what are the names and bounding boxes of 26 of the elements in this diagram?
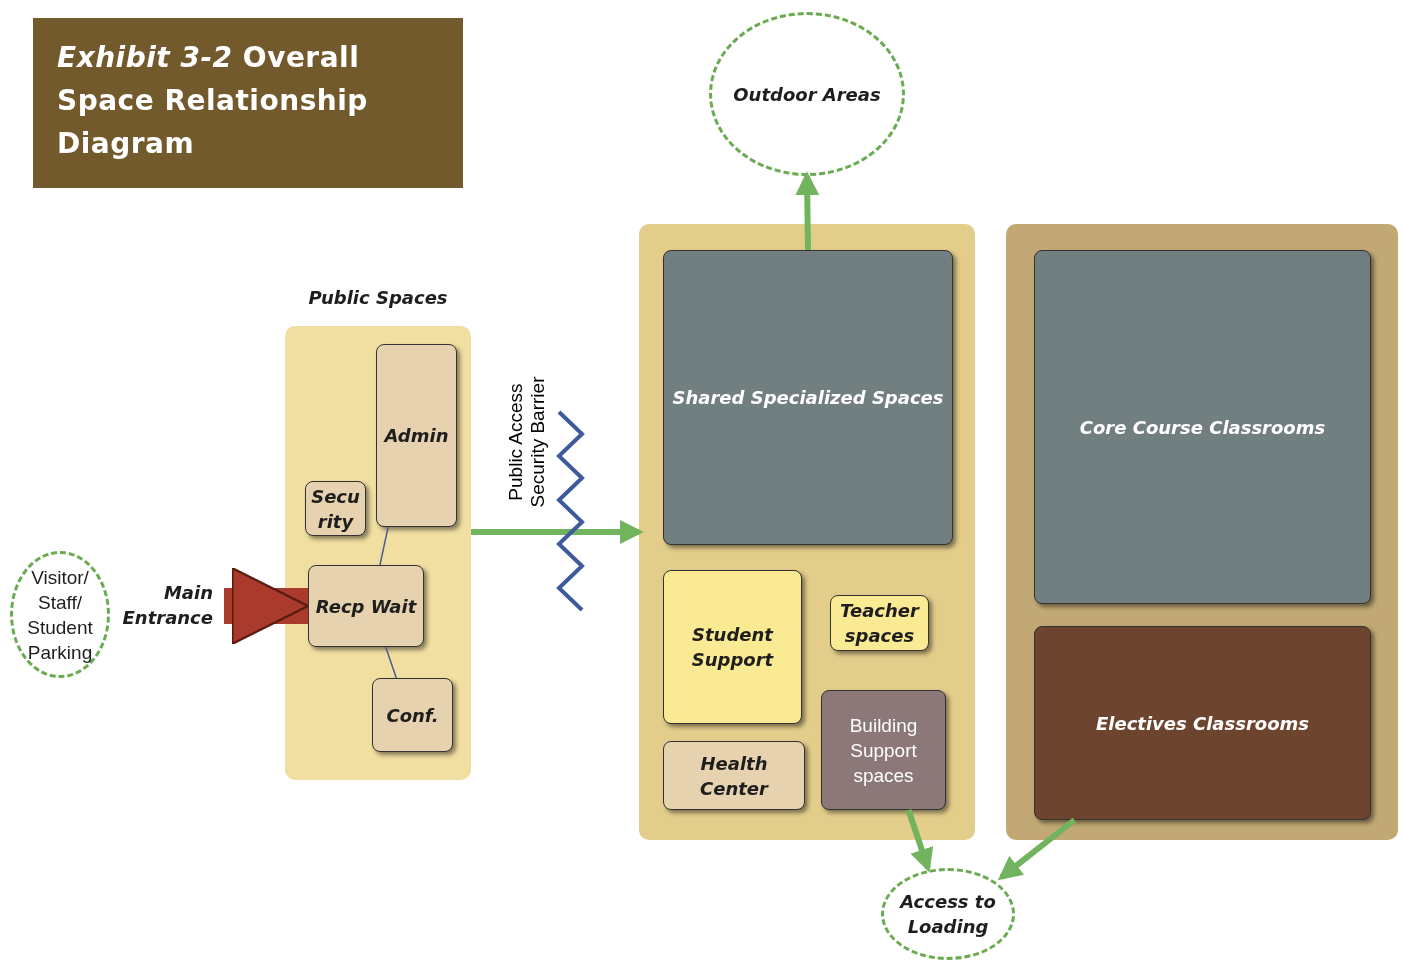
entrance-arrow (224, 567, 310, 645)
edge-label: Main Entrance (121, 581, 213, 630)
zone-panel (1006, 224, 1398, 840)
arrow (795, 171, 820, 251)
dashed-circle: Access to Loading (881, 868, 1015, 960)
dashed-circle: Outdoor Areas (709, 12, 905, 176)
space-box: Electives Classrooms (1034, 626, 1371, 820)
connector-line (384, 646, 398, 679)
space-box: Teacher spaces (830, 595, 929, 651)
barrier-label: Public Access Security Barrier (505, 375, 549, 510)
space-box: Shared Specialized Spaces (663, 250, 953, 545)
space-box: Conf. (372, 678, 453, 752)
zone-panel (639, 224, 975, 840)
space-box: Admin (376, 344, 457, 527)
space-box: Student Support (663, 570, 802, 724)
space-box: Secu rity (305, 481, 366, 536)
dashed-circle: Visitor/ Staff/ Student Parking (10, 551, 110, 678)
title-banner: Exhibit 3-2 Overall Space Relationship Diagram (33, 18, 463, 188)
arrow (997, 817, 1077, 881)
space-box: Recp Wait (308, 565, 424, 647)
space-box: Building Support spaces (821, 690, 946, 810)
space-box: Core Course Classrooms (1034, 250, 1371, 604)
connector-line (379, 526, 389, 566)
group-heading: Public Spaces (307, 285, 449, 310)
space-box: Health Center (663, 741, 805, 810)
arrow (471, 520, 644, 544)
